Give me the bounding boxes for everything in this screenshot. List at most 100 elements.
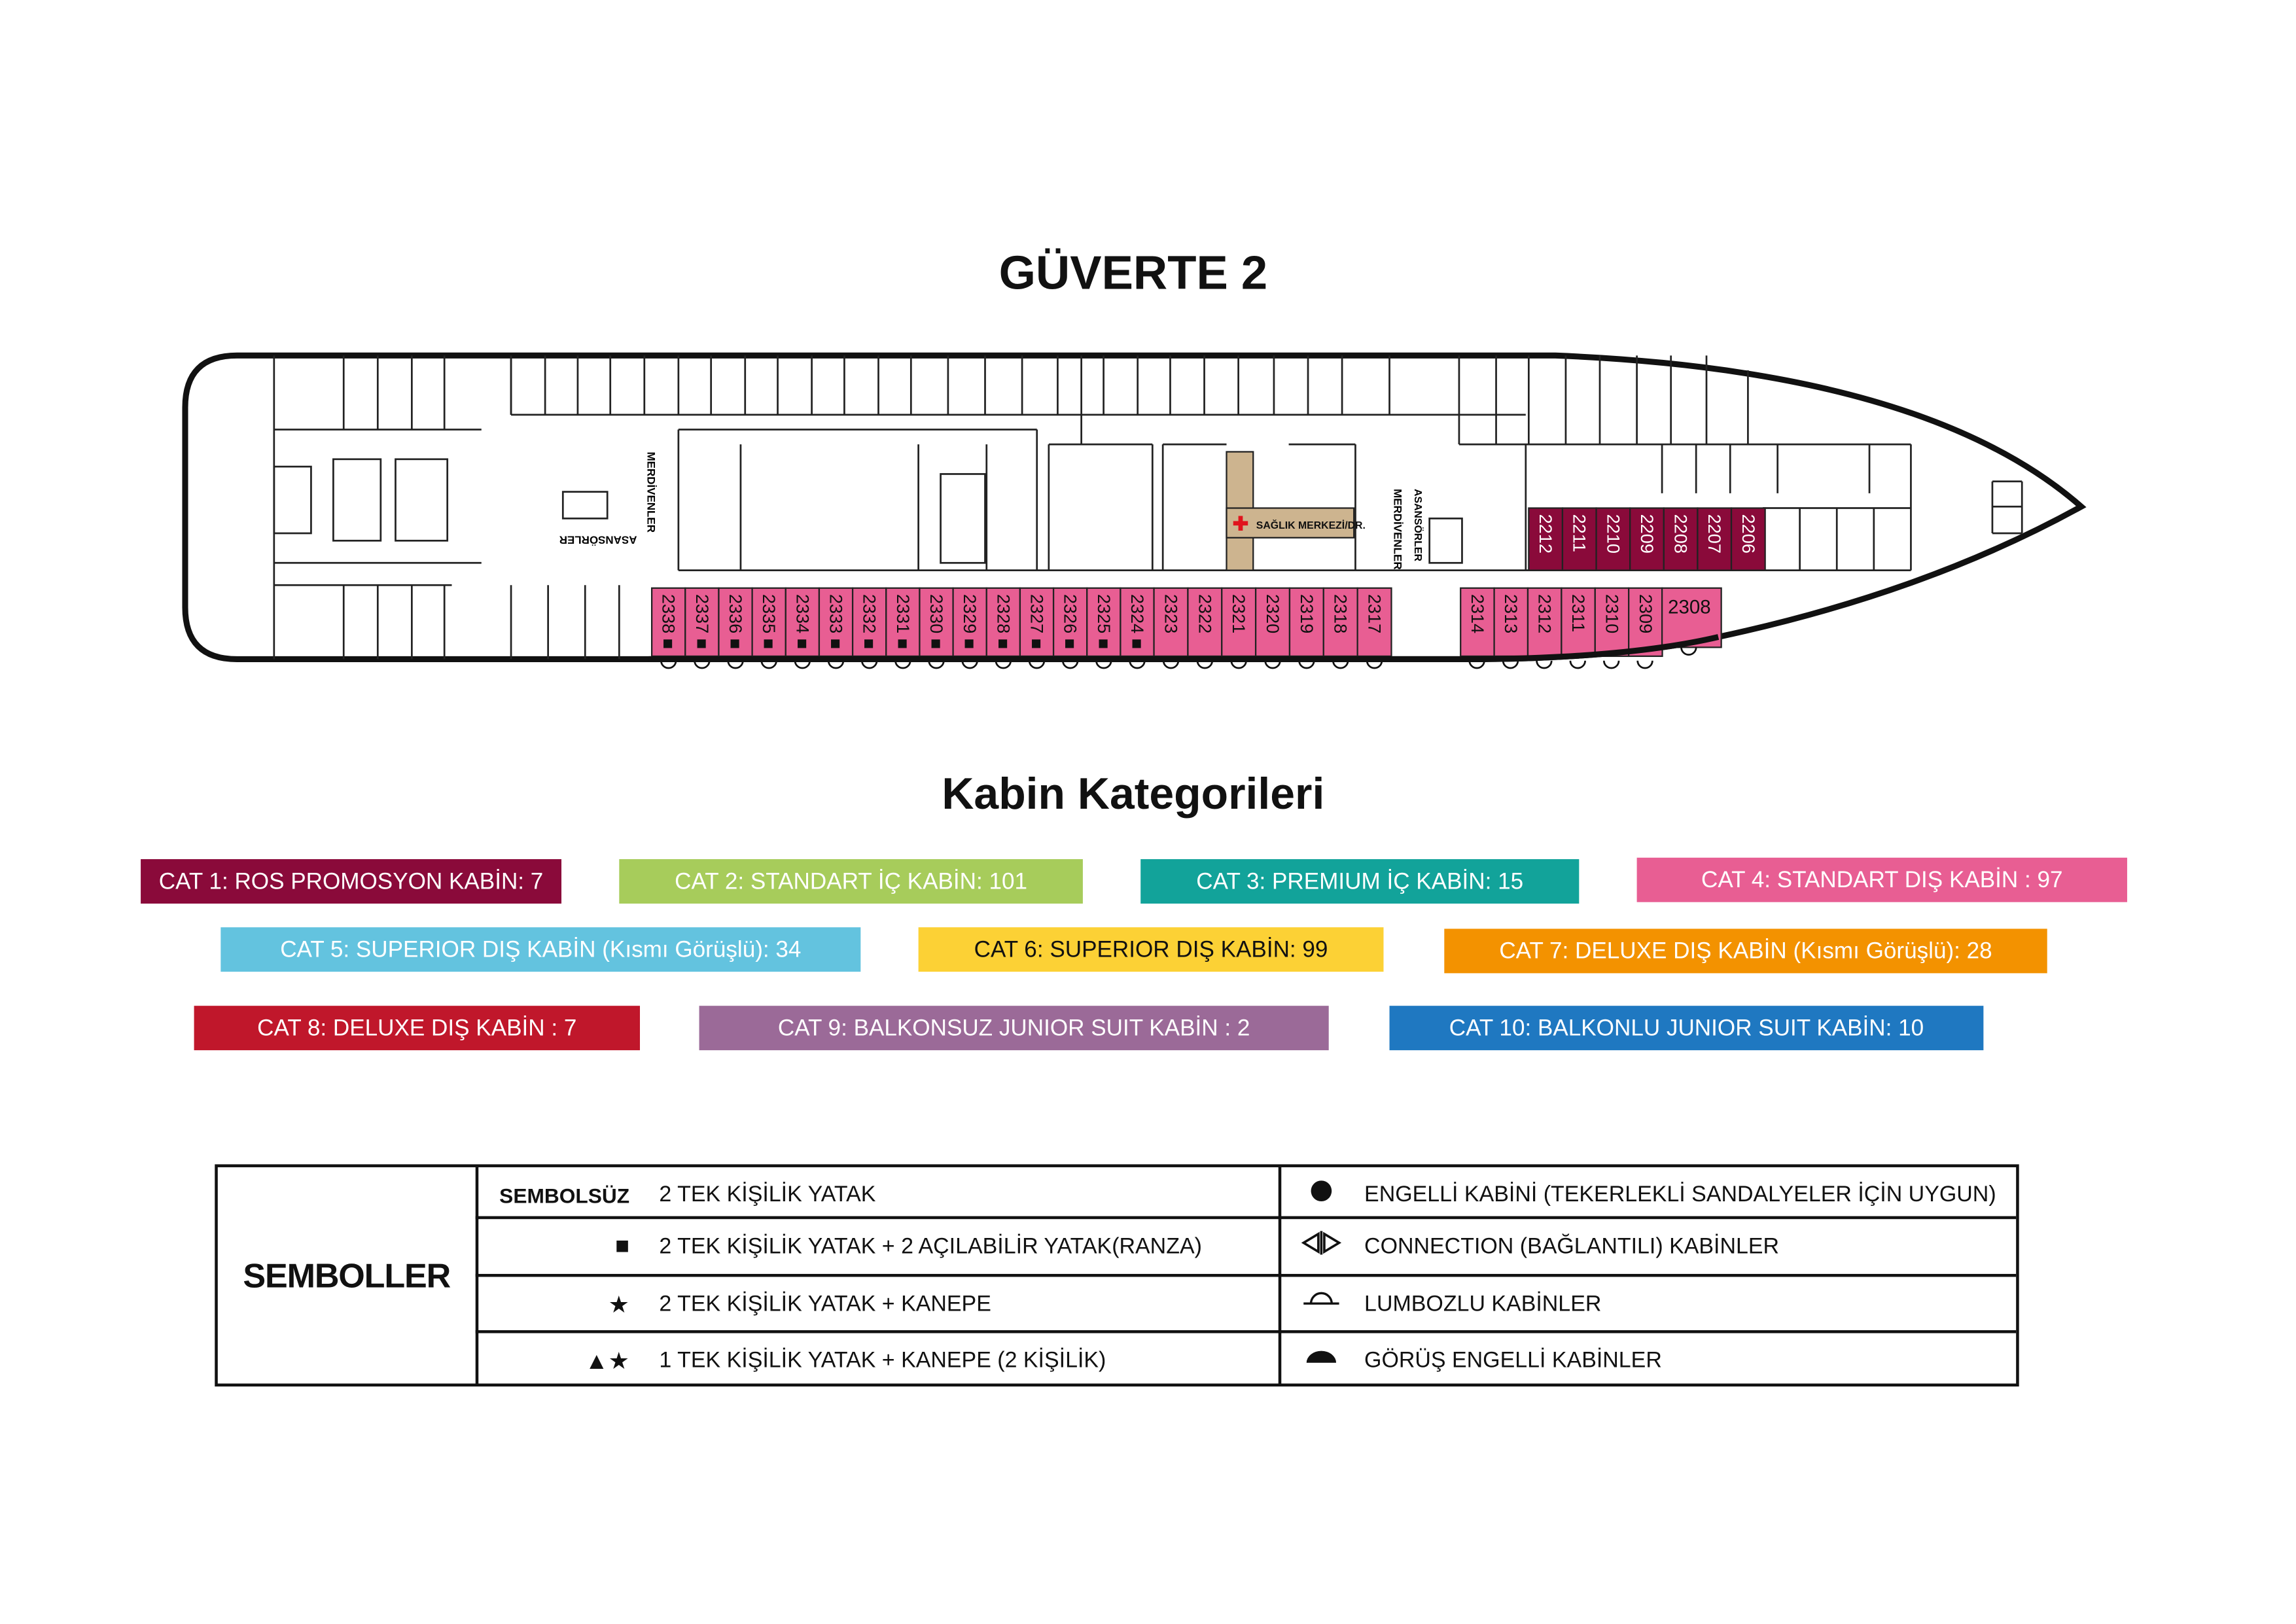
categories-title: Kabin Kategorileri: [942, 770, 1325, 819]
cabin-2310[interactable]: 2310: [1594, 587, 1630, 658]
cabin-2333[interactable]: 2333 ■: [818, 587, 854, 658]
porthole-icon: [1636, 660, 1653, 669]
cabin-2206[interactable]: 2206: [1730, 507, 1766, 571]
health-center-corridor: [1226, 507, 1355, 538]
cabin-2309[interactable]: 2309: [1628, 587, 1663, 658]
cabin-number: 2212: [1536, 514, 1556, 554]
legend-row-right: ENGELLİ KABİNİ (TEKERLEKLİ SANDALYELER İ…: [1281, 1167, 1996, 1222]
bed-symbol-icon: ★: [608, 1292, 630, 1318]
cabin-number: 2312: [1535, 594, 1555, 633]
cabin-2337[interactable]: 2337 ■: [684, 587, 720, 658]
cabin-2320[interactable]: 2320: [1254, 587, 1291, 658]
category-badge-6: CAT 6: SUPERIOR DIŞ KABİN: 99: [918, 927, 1384, 972]
cabin-2324[interactable]: 2324 ■: [1120, 587, 1155, 658]
cabin-number: 2310: [1602, 594, 1622, 633]
porthole-icon: [1028, 660, 1046, 669]
legend-text: 2 TEK KİŞİLİK YATAK + 2 AÇILABİLİR YATAK…: [659, 1233, 1202, 1260]
legend-row-right: CONNECTION (BAĞLANTILI) KABİNLER: [1281, 1219, 1779, 1274]
legend-row-left: ★ 2 TEK KİŞİLİK YATAK + KANEPE: [493, 1277, 991, 1332]
cabin-number: 2337 ■: [692, 594, 713, 649]
category-badge-2: CAT 2: STANDART İÇ KABİN: 101: [619, 859, 1083, 904]
stairs-label-2: MERDİVENLER: [1391, 489, 1404, 570]
no-symbol-label: SEMBOLSÜZ: [499, 1182, 630, 1207]
cabin-2334[interactable]: 2334 ■: [785, 587, 821, 658]
legend-text: CONNECTION (BAĞLANTILI) KABİNLER: [1364, 1233, 1780, 1260]
ship-deck-plan: 2338 ■ 2337 ■2336 ■ 2335 ■ 2334 ■2333 ■ 2332…: [182, 352, 2087, 669]
deck-title: GÜVERTE 2: [998, 245, 1268, 300]
cabin-number: 2330 ■: [927, 594, 947, 649]
porthole-icon: [928, 660, 945, 669]
cabin-2212[interactable]: 2212: [1528, 507, 1564, 571]
cabin-2330[interactable]: 2330 ■: [919, 587, 954, 658]
cabin-2332[interactable]: 2332 ■: [851, 587, 887, 658]
porthole-icon: [1569, 660, 1586, 669]
cabin-2318[interactable]: 2318: [1322, 587, 1358, 658]
elevators-label-2: ASANSÖRLER: [1412, 489, 1424, 561]
cabin-number: 2325 ■: [1094, 594, 1114, 649]
cabin-2210[interactable]: 2210: [1595, 507, 1631, 571]
cabin-2208[interactable]: 2208: [1663, 507, 1699, 571]
cabin-2313[interactable]: 2313: [1493, 587, 1529, 658]
cabin-number: 2317: [1365, 594, 1385, 633]
cabin-number: 2334 ■: [792, 594, 813, 649]
porthole-icon: [1298, 660, 1315, 669]
cabin-2319[interactable]: 2319: [1288, 587, 1324, 658]
category-badge-3: CAT 3: PREMIUM İÇ KABİN: 15: [1140, 859, 1580, 904]
interior-walls: [273, 355, 2023, 660]
porthole-icon: [1281, 1290, 1361, 1318]
cabin-number: 2211: [1570, 514, 1590, 552]
cabin-2329[interactable]: 2329 ■: [952, 587, 987, 658]
cabin-2336[interactable]: 2336 ■: [718, 587, 753, 658]
cabin-number: 2332 ■: [860, 594, 880, 649]
cabin-2311[interactable]: 2311: [1561, 587, 1596, 658]
porthole-icon: [1129, 660, 1146, 669]
porthole-icon: [794, 660, 811, 669]
cabin-number: 2210: [1603, 514, 1623, 554]
category-badge-8: CAT 8: DELUXE DIŞ KABİN : 7: [194, 1006, 641, 1051]
cabin-2322[interactable]: 2322: [1187, 587, 1223, 658]
porthole-icon: [1332, 660, 1349, 669]
cabin-2207[interactable]: 2207: [1697, 507, 1733, 571]
cabin-2326[interactable]: 2326 ■: [1052, 587, 1088, 658]
porthole-icon: [694, 660, 711, 669]
porthole-icon: [1264, 660, 1281, 669]
porthole-icon: [1196, 660, 1214, 669]
cabin-2317[interactable]: 2317: [1356, 587, 1392, 658]
cabin-2327[interactable]: 2327 ■: [1019, 587, 1055, 658]
cabin-number: 2335 ■: [759, 594, 779, 649]
red-cross-icon: ✚: [1233, 513, 1249, 535]
legend-text: 1 TEK KİŞİLİK YATAK + KANEPE (2 KİŞİLİK): [659, 1348, 1106, 1373]
cabin-2338[interactable]: 2338 ■: [650, 587, 686, 658]
legend-row-right: GÖRÜŞ ENGELLİ KABİNLER: [1281, 1333, 1662, 1388]
legend-text: LUMBOZLU KABİNLER: [1364, 1292, 1602, 1317]
cabin-number: 2308: [1668, 596, 1710, 618]
cabin-number: 2309: [1636, 594, 1656, 633]
porthole-icon: [827, 660, 845, 669]
cabin-2312[interactable]: 2312: [1527, 587, 1563, 658]
cabin-number: 2319: [1297, 594, 1317, 633]
cabin-2209[interactable]: 2209: [1629, 507, 1665, 571]
legend-text: GÖRÜŞ ENGELLİ KABİNLER: [1364, 1348, 1662, 1373]
stairs-label-1: MERDİVENLER: [645, 451, 657, 533]
cabin-2211[interactable]: 2211: [1561, 507, 1597, 571]
cabin-number: 2311: [1568, 594, 1589, 632]
bed-symbol-icon: ■: [615, 1233, 630, 1259]
legend-text: 2 TEK KİŞİLİK YATAK + KANEPE: [659, 1292, 991, 1317]
category-badge-10: CAT 10: BALKONLU JUNIOR SUIT KABİN: 10: [1389, 1006, 1984, 1051]
porthole-icon: [727, 660, 744, 669]
cabin-2321[interactable]: 2321: [1221, 587, 1257, 658]
legend-row-right: LUMBOZLU KABİNLER: [1281, 1277, 1601, 1332]
cabin-number: 2313: [1501, 594, 1521, 633]
cabin-number: 2206: [1739, 514, 1759, 554]
legend-row-left: ■ 2 TEK KİŞİLİK YATAK + 2 AÇILABİLİR YATA…: [493, 1219, 1202, 1274]
legend-text: 2 TEK KİŞİLİK YATAK: [659, 1182, 876, 1208]
cabin-2323[interactable]: 2323: [1153, 587, 1189, 658]
cabin-2314[interactable]: 2314: [1460, 587, 1495, 658]
cabin-2335[interactable]: 2335 ■: [751, 587, 786, 658]
bed-symbol-icon: ▲★: [584, 1349, 630, 1374]
cabin-2331[interactable]: 2331 ■: [885, 587, 921, 658]
cabin-2325[interactable]: 2325 ■: [1086, 587, 1122, 658]
cabin-2328[interactable]: 2328 ■: [985, 587, 1021, 658]
